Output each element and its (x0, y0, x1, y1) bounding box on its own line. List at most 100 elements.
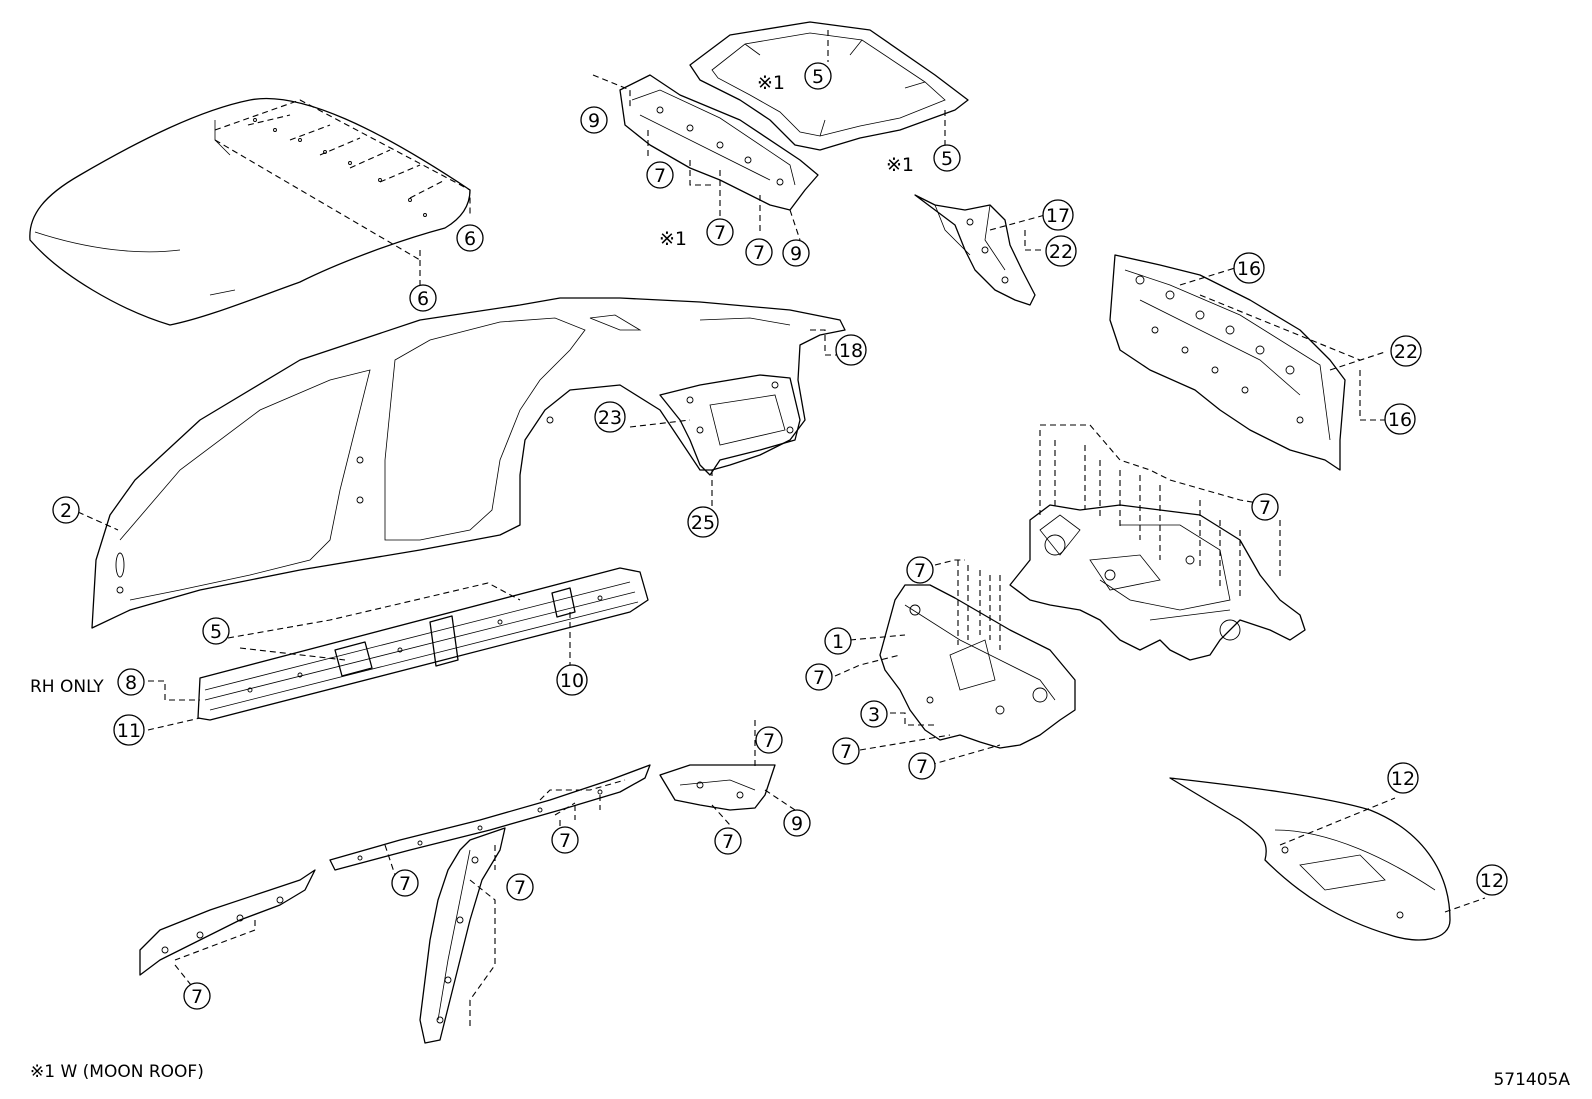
callout-circle (409, 284, 437, 312)
callout-number: 2 (60, 500, 72, 522)
callout-number: 11 (117, 720, 141, 742)
callout-circle (832, 737, 860, 765)
callout-number: 9 (791, 813, 803, 835)
callout-number: 1 (832, 631, 844, 653)
callout-circle (506, 873, 534, 901)
callout-number: 7 (916, 756, 928, 778)
hood-leaders (214, 99, 471, 285)
callout-number: 7 (813, 667, 825, 689)
callout-circle (906, 556, 934, 584)
callout-number: 16 (1237, 258, 1261, 280)
callout-circle (824, 627, 852, 655)
callout-6: 6 (409, 284, 437, 312)
side-body-leaders (77, 329, 840, 531)
callout-circle (1042, 199, 1074, 231)
callout-circle (1384, 403, 1416, 435)
callout-circle (52, 496, 80, 524)
callout-9: 9 (782, 239, 810, 267)
callout-16: 16 (1384, 403, 1416, 435)
callout-7: 7 (551, 826, 579, 854)
callout-number: 7 (914, 560, 926, 582)
callout-circle (594, 401, 626, 433)
callout-circle (391, 869, 419, 897)
callout-number: 16 (1388, 409, 1412, 431)
rocker-leaders (147, 582, 571, 731)
callout-circle (860, 700, 888, 728)
rear-back-panel (1109, 254, 1346, 471)
hood-panel (29, 97, 471, 326)
callout-number: 22 (1049, 241, 1073, 263)
callout-circle (706, 218, 734, 246)
callout-number: 6 (464, 228, 476, 250)
callout-number: 7 (559, 830, 571, 852)
callout-9: 9 (783, 809, 811, 837)
callout-11: 11 (113, 714, 145, 746)
callout-12: 12 (1387, 762, 1419, 794)
callout-number: 5 (812, 66, 824, 88)
callout-circle (835, 334, 867, 366)
rh-only-label: RH ONLY (30, 677, 104, 697)
moonroof-star-mark: ※1 (659, 228, 687, 250)
callout-number: 5 (941, 148, 953, 170)
side-body-outer-panel (91, 297, 846, 629)
callout-number: 25 (691, 512, 715, 534)
callout-circle (113, 714, 145, 746)
callout-number: 7 (1259, 497, 1271, 519)
roof-side-rail-inner (329, 764, 651, 871)
callout-1: 1 (824, 627, 852, 655)
callout-number: 23 (598, 407, 622, 429)
callout-25: 25 (687, 506, 719, 538)
callout-circle (646, 161, 674, 189)
callout-circle (783, 809, 811, 837)
quarter-wheel-housing-inner (659, 374, 801, 476)
callout-5: 5 (202, 617, 230, 645)
callout-circle (745, 238, 773, 266)
callout-number: 9 (588, 110, 600, 132)
callout-number: 22 (1394, 341, 1418, 363)
callout-18: 18 (835, 334, 867, 366)
callout-number: 10 (560, 670, 584, 692)
front-pillar-reinforcement (659, 764, 776, 811)
callout-circle (117, 668, 145, 696)
callout-7: 7 (183, 982, 211, 1010)
rocker-sill-reinforcement (197, 567, 649, 721)
callout-number: 7 (654, 165, 666, 187)
moonroof-footnote: ※1 W (MOON ROOF) (30, 1062, 204, 1082)
callout-circle (1251, 493, 1279, 521)
callout-3: 3 (860, 700, 888, 728)
callout-number: 7 (399, 873, 411, 895)
callout-number: 7 (753, 242, 765, 264)
callout-7: 7 (832, 737, 860, 765)
front-body-pillar-lower (879, 584, 1076, 749)
callout-23: 23 (594, 401, 626, 433)
callout-12: 12 (1476, 864, 1508, 896)
callout-number: 7 (714, 222, 726, 244)
rear-floor-pan (1009, 504, 1306, 661)
callout-7: 7 (1251, 493, 1279, 521)
callout-number: 18 (839, 340, 863, 362)
callout-22: 22 (1045, 235, 1077, 267)
rear-floor-leaders (1039, 424, 1281, 600)
callout-number: 3 (868, 704, 880, 726)
callout-9: 9 (580, 106, 608, 134)
callout-5: 5※1 (886, 144, 961, 176)
pillar-rail-leaders (174, 720, 796, 1030)
callout-number: 7 (763, 730, 775, 752)
callout-number: 7 (191, 986, 203, 1008)
callout-circle (202, 617, 230, 645)
callout-circle (1045, 235, 1077, 267)
callout-7: 7 (745, 238, 773, 266)
callout-8: 8 (117, 668, 145, 696)
callout-circle (933, 144, 961, 172)
roof-side-bracket (914, 194, 1036, 306)
callout-7: 7 (908, 752, 936, 780)
trunk-lid-leaders (1279, 797, 1486, 913)
callout-number: 7 (722, 831, 734, 853)
roof-front-header-panel (619, 74, 819, 211)
callout-circle (1233, 252, 1265, 284)
callout-6: 6 (456, 224, 484, 252)
callout-circle (755, 726, 783, 754)
front-pillar-upper-inner (139, 869, 316, 976)
callout-16: 16 (1233, 252, 1265, 284)
callout-7: 7 (906, 556, 934, 584)
